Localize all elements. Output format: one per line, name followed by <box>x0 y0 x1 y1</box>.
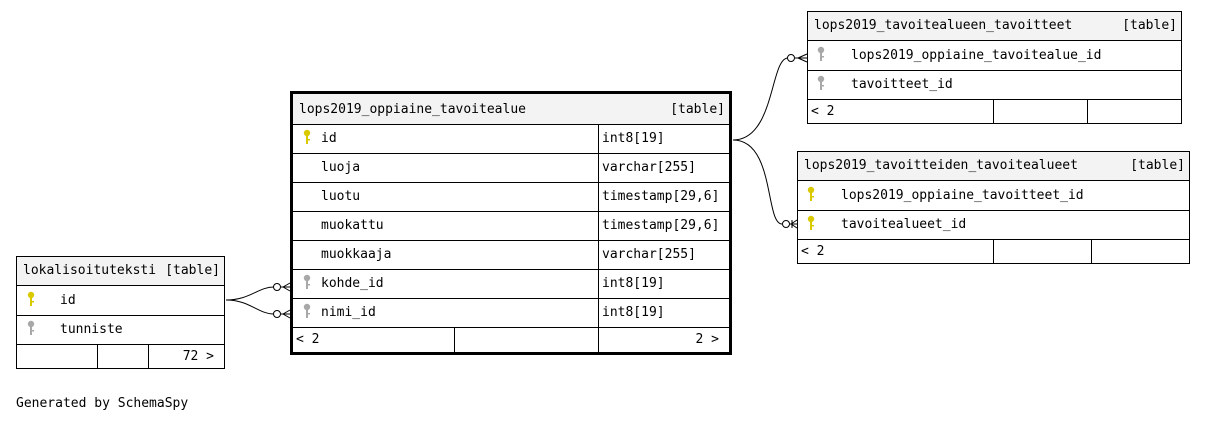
footer-parents-count[interactable]: < 2 <box>296 332 320 347</box>
table-row[interactable]: id int8[19] <box>293 125 729 154</box>
column-name: lops2019_oppiaine_tavoitealue_id <box>851 48 1102 63</box>
table-row[interactable]: lops2019_oppiaine_tavoitteet_id <box>798 181 1189 211</box>
table-footer: < 2 <box>808 100 1181 123</box>
footer-parents-count[interactable]: < 2 <box>811 104 835 119</box>
table-row[interactable]: kohde_id int8[19] <box>293 270 729 299</box>
column-name: id <box>60 293 76 308</box>
edge-kohde-id-crow <box>281 282 291 292</box>
foreign-key-icon <box>302 274 312 294</box>
column-type: varchar[255] <box>598 154 696 182</box>
primary-key-icon <box>806 215 816 235</box>
table-row[interactable]: tavoitteet_id <box>808 71 1181 100</box>
table-lokalisoituteksti[interactable]: lokalisoituteksti [table] id tunniste 72… <box>16 256 225 369</box>
column-name: lops2019_oppiaine_tavoitteet_id <box>841 188 1084 203</box>
table-row[interactable]: luoja varchar[255] <box>293 154 729 183</box>
column-name: muokkaaja <box>321 247 392 262</box>
edge-tavoitteet-circle <box>787 54 795 62</box>
column-name: luotu <box>321 189 361 204</box>
column-type: int8[19] <box>598 299 665 327</box>
column-type: int8[19] <box>598 270 665 298</box>
column-name: nimi_id <box>321 305 376 320</box>
table-row[interactable]: tunniste <box>17 316 224 345</box>
table-main-name[interactable]: lops2019_oppiaine_tavoitealue <box>299 102 526 117</box>
foreign-key-icon <box>816 46 826 66</box>
footer-divider <box>993 100 994 123</box>
table-row[interactable]: luotu timestamp[29,6] <box>293 183 729 212</box>
generated-by-label: Generated by SchemaSpy <box>16 396 189 411</box>
primary-key-icon <box>302 129 312 149</box>
table-row[interactable]: muokkaaja varchar[255] <box>293 241 729 270</box>
table-tavoitealueen-tavoitteet-name[interactable]: lops2019_tavoitealueen_tavoitteet <box>814 18 1073 33</box>
table-row[interactable]: tavoitealueet_id <box>798 211 1189 240</box>
table-tavoitteiden-tavoitealueet[interactable]: lops2019_tavoitteiden_tavoitealueet [tab… <box>797 151 1190 264</box>
table-lokalisoituteksti-header: lokalisoituteksti [table] <box>17 257 224 286</box>
footer-children-count[interactable]: 2 > <box>695 332 719 347</box>
column-name: tavoitealueet_id <box>841 217 967 232</box>
footer-parents-count[interactable]: < 2 <box>801 244 825 259</box>
edge-tavoitteet <box>732 57 789 141</box>
footer-divider <box>993 240 994 263</box>
edge-tavoitteet-crow <box>795 53 808 63</box>
column-type: timestamp[29,6] <box>598 183 719 211</box>
edge-tavoitealueet <box>732 139 783 225</box>
column-name: tunniste <box>60 322 123 337</box>
edge-nimi-id <box>225 299 275 315</box>
column-type: timestamp[29,6] <box>598 212 719 240</box>
edge-nimi-id-circle <box>273 310 281 318</box>
column-type: int8[19] <box>598 125 665 153</box>
primary-key-icon <box>806 186 816 206</box>
column-name: luoja <box>321 160 361 175</box>
table-tavoitealueen-tavoitteet-type: [table] <box>1122 18 1177 33</box>
table-lokalisoituteksti-name[interactable]: lokalisoituteksti <box>23 263 157 278</box>
footer-divider <box>1091 240 1092 263</box>
column-name: kohde_id <box>321 276 384 291</box>
column-name: muokattu <box>321 218 384 233</box>
table-tavoitealueen-tavoitteet[interactable]: lops2019_tavoitealueen_tavoitteet [table… <box>807 11 1182 124</box>
table-tavoitealueen-tavoitteet-header: lops2019_tavoitealueen_tavoitteet [table… <box>808 12 1181 41</box>
table-tavoitteiden-tavoitealueet-type: [table] <box>1130 158 1185 173</box>
table-tavoitteiden-tavoitealueet-header: lops2019_tavoitteiden_tavoitealueet [tab… <box>798 152 1189 181</box>
table-row[interactable]: id <box>17 286 224 316</box>
primary-key-icon <box>26 291 36 311</box>
table-row[interactable]: muokattu timestamp[29,6] <box>293 212 729 241</box>
edge-kohde-id-circle <box>273 283 281 291</box>
column-name: id <box>321 131 337 146</box>
table-footer: 72 > <box>17 345 224 368</box>
column-name: tavoitteet_id <box>851 77 953 92</box>
table-lokalisoituteksti-type: [table] <box>165 263 220 278</box>
table-row[interactable]: nimi_id int8[19] <box>293 299 729 328</box>
footer-children-count[interactable]: 72 > <box>182 349 214 364</box>
edge-nimi-id-crow <box>281 309 291 319</box>
table-tavoitteiden-tavoitealueet-name[interactable]: lops2019_tavoitteiden_tavoitealueet <box>804 158 1078 173</box>
table-main-type: [table] <box>670 102 725 117</box>
table-main-header: lops2019_oppiaine_tavoitealue [table] <box>293 94 729 125</box>
footer-divider <box>97 345 98 368</box>
footer-divider <box>1087 100 1088 123</box>
footer-divider <box>454 328 455 352</box>
footer-divider <box>148 345 149 368</box>
table-main[interactable]: lops2019_oppiaine_tavoitealue [table] id… <box>290 91 732 355</box>
edge-tavoitealueet-circle <box>782 220 790 228</box>
table-footer: < 2 2 > <box>293 328 729 352</box>
footer-divider <box>598 328 599 352</box>
column-type: varchar[255] <box>598 241 696 269</box>
edge-kohde-id <box>225 286 275 301</box>
foreign-key-icon <box>26 320 36 340</box>
foreign-key-icon <box>302 303 312 323</box>
foreign-key-icon <box>816 75 826 95</box>
table-row[interactable]: lops2019_oppiaine_tavoitealue_id <box>808 41 1181 71</box>
edge-tavoitealueet-crow <box>790 219 798 229</box>
table-footer: < 2 <box>798 240 1189 263</box>
